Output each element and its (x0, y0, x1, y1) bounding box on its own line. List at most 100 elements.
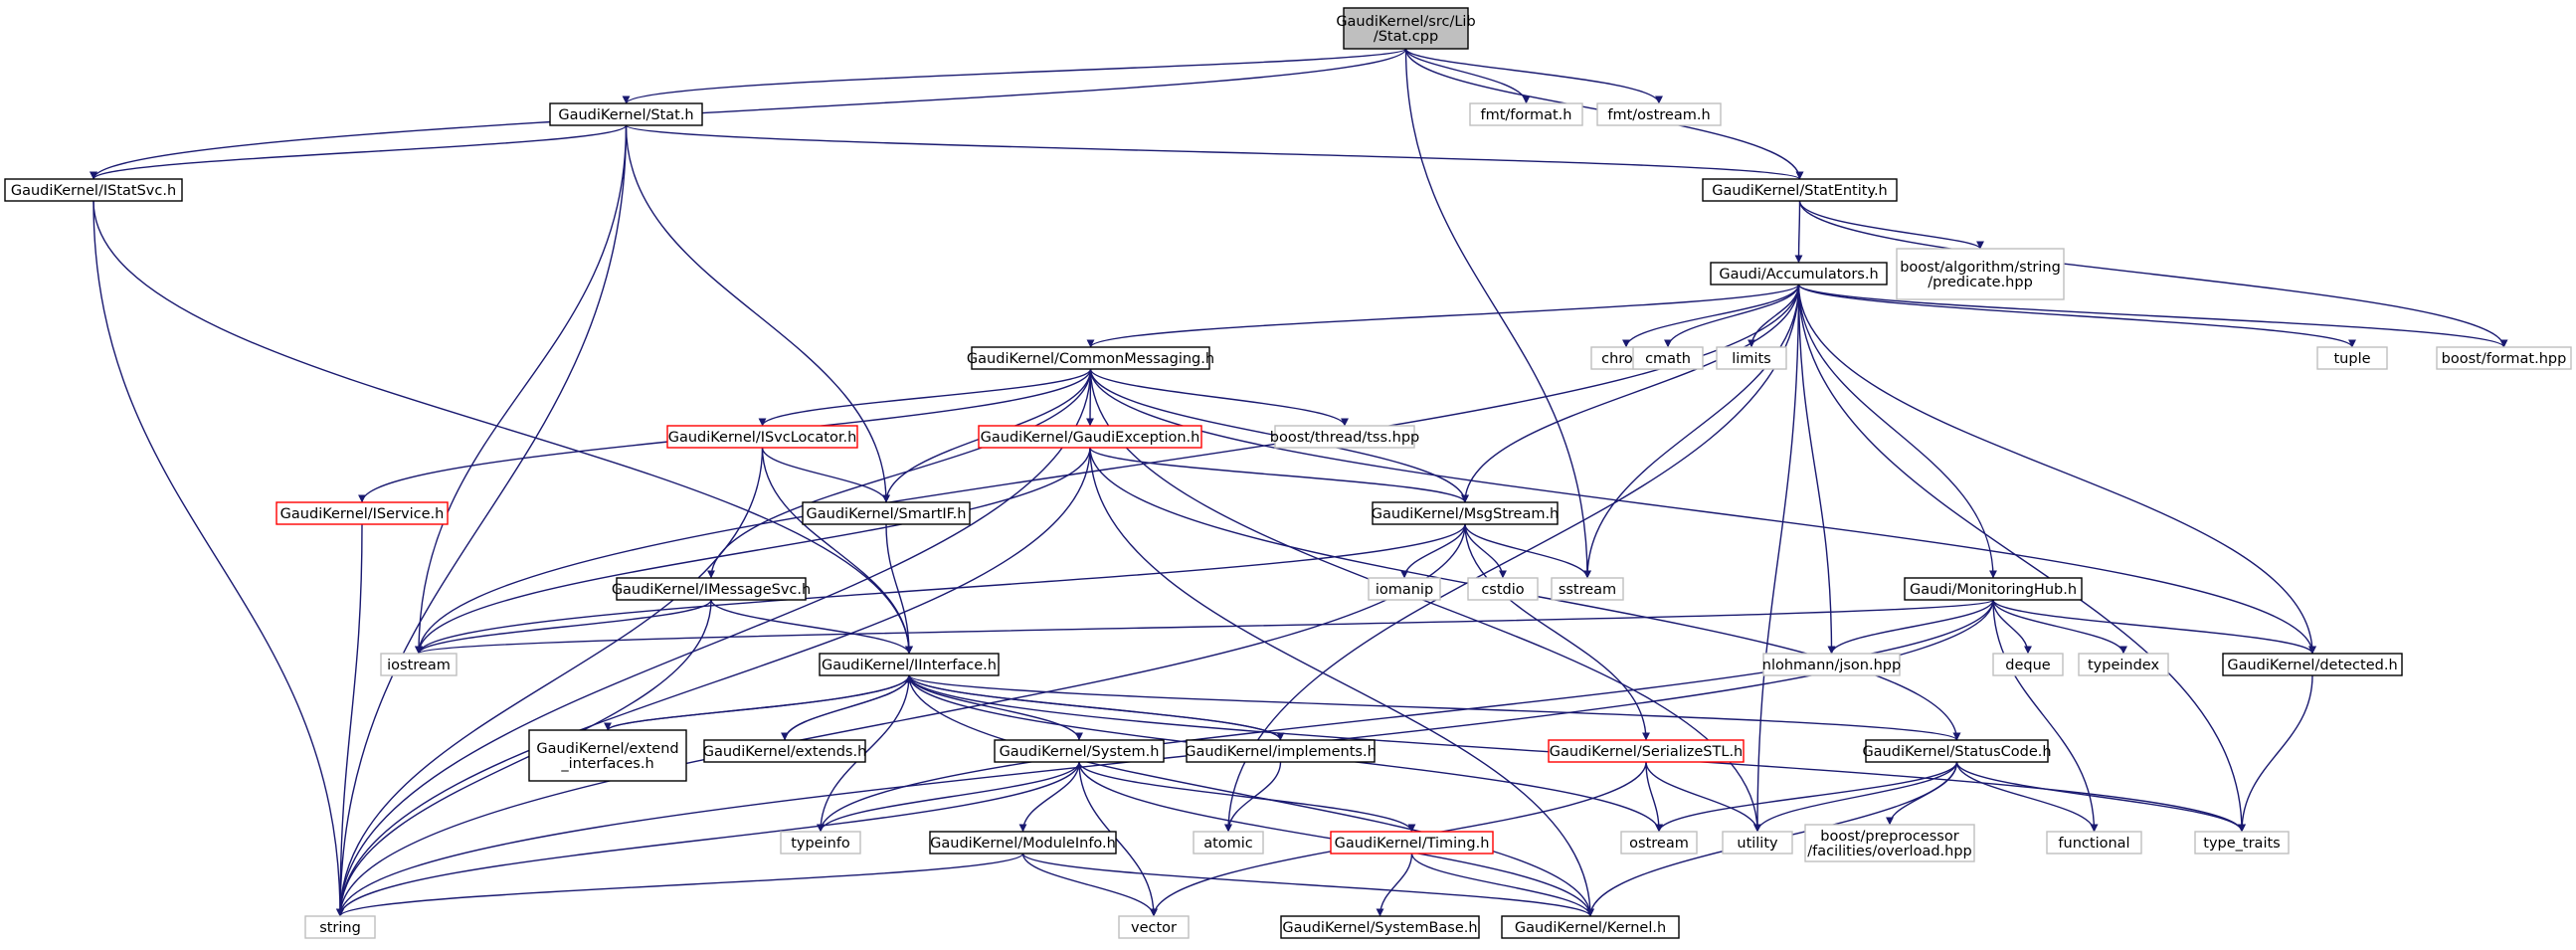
node-box (1716, 346, 1787, 370)
node-statentity[interactable]: GaudiKernel/StatEntity.h (1702, 178, 1898, 202)
node-nlohmann[interactable]: nlohmann/json.hpp (1762, 653, 1901, 676)
node-box (666, 425, 858, 449)
node-ostream[interactable]: ostream (1620, 831, 1698, 855)
node-typeindex[interactable]: typeindex (2078, 653, 2169, 676)
node-boost_format[interactable]: boost/format.hpp (2436, 346, 2572, 370)
node-label: nlohmann/json.hpp (1762, 658, 1901, 673)
node-deque[interactable]: deque (1992, 653, 2064, 676)
header-nodes: GaudiKernel/src/Lib/Stat.cppGaudiKernel/… (4, 7, 2572, 939)
node-limits[interactable]: limits (1716, 346, 1787, 370)
node-box (2436, 346, 2572, 370)
node-label: iostream (387, 658, 451, 673)
node-stat_h[interactable]: GaudiKernel/Stat.h (549, 102, 703, 126)
node-box (1762, 653, 1901, 676)
node-typeinfo[interactable]: typeinfo (780, 831, 861, 855)
node-box (1702, 178, 1898, 202)
node-string[interactable]: string (304, 915, 376, 939)
node-label: tuple (2333, 351, 2370, 367)
node-label: GaudiKernel/extend (536, 741, 678, 757)
node-box (1368, 577, 1441, 601)
node-label: string (319, 920, 361, 936)
node-tuple[interactable]: tuple (2316, 346, 2388, 370)
edge-accumulators-to-utility (1753, 284, 1800, 833)
edge-stat_h-to-statentity (625, 124, 1804, 180)
edge-stat_h-to-smartif (625, 124, 890, 503)
node-fmt_format[interactable]: fmt/format.h (1469, 102, 1583, 126)
edge-imessagesvc-to-iinterface (710, 599, 913, 655)
node-iservice[interactable]: GaudiKernel/IService.h (276, 501, 449, 525)
node-fmt_ostream[interactable]: fmt/ostream.h (1596, 102, 1722, 126)
node-cmath[interactable]: cmath (1632, 346, 1704, 370)
node-label: iomanip (1376, 582, 1433, 598)
node-sstream[interactable]: sstream (1551, 577, 1624, 601)
node-label: vector (1131, 920, 1177, 936)
node-box (802, 501, 971, 525)
node-label: Gaudi/Accumulators.h (1719, 267, 1878, 283)
node-implements[interactable]: GaudiKernel/implements.h (1185, 739, 1377, 763)
node-atomic[interactable]: atomic (1193, 831, 1264, 855)
node-label: GaudiKernel/SystemBase.h (1282, 920, 1477, 936)
node-label: typeinfo (791, 836, 850, 852)
node-boost_tss[interactable]: boost/thread/tss.hpp (1270, 425, 1420, 449)
node-detected[interactable]: GaudiKernel/detected.h (2222, 653, 2403, 676)
node-boost_alg[interactable]: boost/algorithm/string/predicate.hpp (1896, 248, 2065, 300)
node-utility[interactable]: utility (1722, 831, 1793, 855)
node-label: boost/algorithm/string (1900, 260, 2061, 276)
node-boost_pp[interactable]: boost/preprocessor/facilities/overload.h… (1804, 824, 1975, 862)
edge-implements-to-iinterface (905, 674, 1282, 741)
node-label: GaudiKernel/MsgStream.h (1372, 506, 1560, 522)
node-label: typeindex (2088, 658, 2159, 673)
node-commonmessaging[interactable]: GaudiKernel/CommonMessaging.h (967, 346, 1214, 370)
node-box (1710, 262, 1888, 285)
node-stat_cpp[interactable]: GaudiKernel/src/Lib/Stat.cpp (1336, 7, 1476, 50)
edge-statuscode-to-utility (1753, 761, 1958, 833)
node-functional[interactable]: functional (2046, 831, 2142, 855)
node-imessagesvc[interactable]: GaudiKernel/IMessageSvc.h (612, 577, 811, 601)
node-type_traits[interactable]: type_traits (2194, 831, 2290, 855)
node-smartif[interactable]: GaudiKernel/SmartIF.h (802, 501, 971, 525)
node-cstdio[interactable]: cstdio (1467, 577, 1539, 601)
node-label: GaudiKernel/IStatSvc.h (11, 183, 176, 199)
edge-accumulators-to-detected (1797, 284, 2316, 655)
node-box (1865, 739, 2049, 763)
node-vector[interactable]: vector (1118, 915, 1190, 939)
edge-stat_cpp-to-stat_h (622, 48, 1407, 104)
node-extend_interfaces[interactable]: GaudiKernel/extend_interfaces.h (528, 729, 687, 782)
node-box (971, 346, 1210, 370)
node-moduleinfo[interactable]: GaudiKernel/ModuleInfo.h (929, 831, 1117, 855)
node-label: boost/format.hpp (2442, 351, 2567, 367)
node-isvclocator[interactable]: GaudiKernel/ISvcLocator.h (666, 425, 858, 449)
node-label: utility (1737, 836, 1778, 852)
node-msgstream[interactable]: GaudiKernel/MsgStream.h (1372, 501, 1560, 525)
node-serializestl[interactable]: GaudiKernel/SerializeSTL.h (1548, 739, 1745, 763)
node-kernel[interactable]: GaudiKernel/Kernel.h (1501, 915, 1680, 939)
node-box (276, 501, 449, 525)
node-systembase[interactable]: GaudiKernel/SystemBase.h (1280, 915, 1480, 939)
edge-gaudiexception-to-string (336, 447, 1091, 917)
edge-system-to-timing (1078, 761, 1416, 833)
edge-iservice-to-string (336, 523, 363, 917)
node-timing[interactable]: GaudiKernel/Timing.h (1330, 831, 1494, 855)
dependency-edges (90, 48, 2508, 917)
node-label: GaudiKernel/GaudiException.h (981, 430, 1200, 446)
node-box (616, 577, 807, 601)
node-iostream[interactable]: iostream (380, 653, 458, 676)
edge-accumulators-to-chrono (1622, 284, 1800, 348)
node-monitoringhub[interactable]: Gaudi/MonitoringHub.h (1904, 577, 2083, 601)
node-statuscode[interactable]: GaudiKernel/StatusCode.h (1862, 739, 2052, 763)
node-extends[interactable]: GaudiKernel/extends.h (703, 739, 867, 763)
node-istatsvc[interactable]: GaudiKernel/IStatSvc.h (4, 178, 183, 202)
node-iomanip[interactable]: iomanip (1368, 577, 1441, 601)
node-gaudiexception[interactable]: GaudiKernel/GaudiException.h (978, 425, 1202, 449)
node-box (1330, 831, 1494, 855)
node-iinterface[interactable]: GaudiKernel/IInterface.h (819, 653, 1000, 676)
node-label: GaudiKernel/ISvcLocator.h (668, 430, 857, 446)
edge-stat_cpp-to-istatsvc (90, 48, 1407, 180)
edge-extend_interfaces-to-iinterface (607, 674, 913, 731)
node-box (380, 653, 458, 676)
edge-timing-to-systembase (1376, 853, 1413, 917)
edge-accumulators-to-tuple (1797, 284, 2356, 348)
node-label: GaudiKernel/IInterface.h (822, 658, 997, 673)
node-system[interactable]: GaudiKernel/System.h (994, 739, 1165, 763)
node-accumulators[interactable]: Gaudi/Accumulators.h (1710, 262, 1888, 285)
